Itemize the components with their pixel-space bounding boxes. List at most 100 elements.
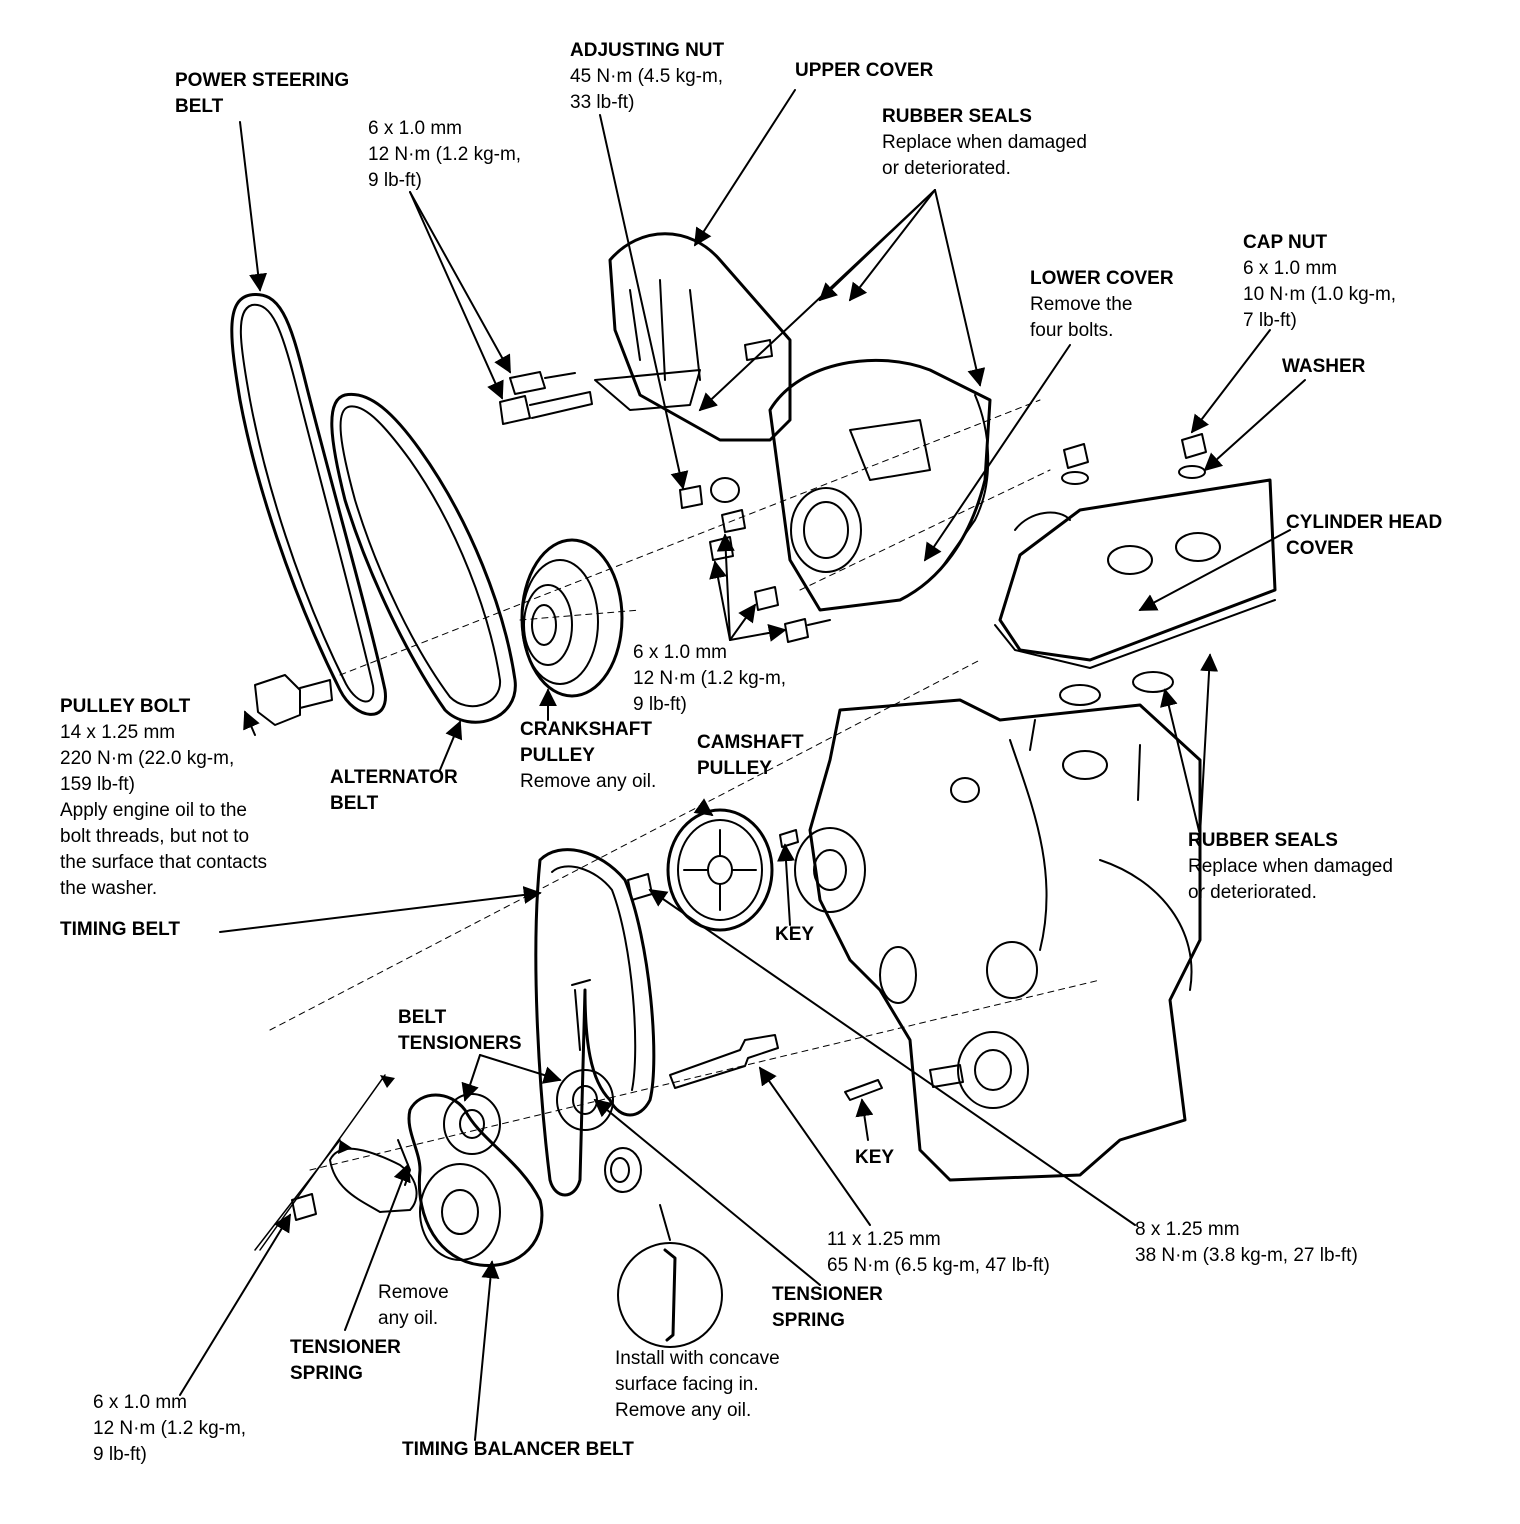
label-rubber-seals-top: RUBBER SEALS Replace when damaged or det… — [882, 104, 1087, 182]
label-line: TENSIONER — [772, 1284, 883, 1305]
label-line: 220 N·m (22.0 kg-m, — [60, 748, 235, 769]
label-line: 6 x 1.0 mm — [1243, 258, 1337, 279]
label-line: TIMING BALANCER BELT — [402, 1439, 634, 1460]
label-cap-nut: CAP NUT 6 x 1.0 mm 10 N·m (1.0 kg-m, 7 l… — [1243, 230, 1396, 334]
label-line: CRANKSHAFT — [520, 719, 652, 740]
power-steering-belt-icon — [230, 292, 387, 716]
label-line: 14 x 1.25 mm — [60, 722, 176, 743]
label-line: the surface that contacts — [60, 852, 268, 873]
label-line: WASHER — [1282, 356, 1366, 377]
label-line: Replace when damaged — [1188, 856, 1393, 877]
label-power-steering-belt: POWER STEERING BELT — [175, 68, 349, 120]
label-line: 8 x 1.25 mm — [1135, 1219, 1240, 1240]
label-line: any oil. — [378, 1308, 439, 1329]
label-line: PULLEY — [520, 745, 595, 766]
label-line: RUBBER SEALS — [1188, 830, 1338, 851]
label-line: CAMSHAFT — [697, 732, 804, 753]
label-line: 9 lb-ft) — [368, 170, 422, 191]
label-rubber-seals-right: RUBBER SEALS Replace when damaged or det… — [1188, 828, 1393, 906]
key-upper-icon — [779, 829, 799, 848]
lower-cover-icon — [768, 358, 992, 612]
belt-tensioner-icon — [443, 979, 614, 1155]
detail-circle-icon — [617, 1242, 723, 1348]
label-line: four bolts. — [1030, 320, 1114, 341]
label-line: KEY — [855, 1147, 895, 1168]
label-install-note: Install with concave surface facing in. … — [615, 1346, 780, 1424]
label-line: BELT — [330, 793, 379, 814]
label-timing-balancer-belt: TIMING BALANCER BELT — [402, 1437, 634, 1463]
engine-block-icon — [794, 698, 1202, 1182]
label-timing-belt: TIMING BELT — [60, 917, 180, 943]
label-washer: WASHER — [1282, 354, 1365, 380]
timing-balancer-belt-icon — [407, 1093, 544, 1268]
label-line: Remove any oil. — [520, 771, 657, 792]
label-line: 12 N·m (1.2 kg-m, — [633, 668, 787, 689]
timing-belt-icon — [534, 848, 656, 1197]
label-bolt-11x125: 11 x 1.25 mm 65 N·m (6.5 kg-m, 47 lb-ft) — [827, 1227, 1050, 1279]
label-bolt-8x125: 8 x 1.25 mm 38 N·m (3.8 kg-m, 27 lb-ft) — [1135, 1217, 1358, 1269]
label-line: 7 lb-ft) — [1243, 310, 1297, 331]
label-line: ALTERNATOR — [330, 767, 458, 788]
label-line: 65 N·m (6.5 kg-m, 47 lb-ft) — [827, 1255, 1050, 1276]
stud-bolt-icon — [669, 1034, 779, 1089]
upper-cover-icon — [594, 232, 792, 442]
label-line: CAP NUT — [1243, 232, 1328, 253]
label-line: COVER — [1286, 538, 1354, 559]
label-line: ADJUSTING NUT — [570, 40, 725, 61]
label-line: KEY — [775, 924, 815, 945]
label-line: 12 N·m (1.2 kg-m, — [93, 1418, 247, 1439]
leader-lines — [179, 89, 1306, 1441]
label-line: 11 x 1.25 mm — [827, 1229, 941, 1250]
label-line: LOWER COVER — [1030, 268, 1174, 289]
label-line: 6 x 1.0 mm — [633, 642, 727, 663]
label-line: BELT — [175, 96, 224, 117]
label-line: or deteriorated. — [1188, 882, 1317, 903]
label-line: 33 lb-ft) — [570, 92, 635, 113]
label-tensioner-spring-right: TENSIONER SPRING — [772, 1282, 883, 1334]
label-belt-tensioners: BELT TENSIONERS — [398, 1005, 522, 1057]
key-lower-icon — [844, 1079, 883, 1101]
label-line: Install with concave — [615, 1348, 780, 1369]
label-bolt-6x1-top: 6 x 1.0 mm 12 N·m (1.2 kg-m, 9 lb-ft) — [368, 116, 521, 194]
label-line: BELT — [398, 1007, 447, 1028]
label-upper-cover: UPPER COVER — [795, 58, 933, 84]
label-line: 6 x 1.0 mm — [93, 1392, 187, 1413]
label-line: 38 N·m (3.8 kg-m, 27 lb-ft) — [1135, 1245, 1358, 1266]
label-lower-cover: LOWER COVER Remove the four bolts. — [1030, 266, 1174, 344]
alternator-belt-icon — [330, 392, 517, 724]
label-line: Remove — [378, 1282, 449, 1303]
label-cylinder-head-cover: CYLINDER HEAD COVER — [1286, 510, 1442, 562]
label-line: 45 N·m (4.5 kg-m, — [570, 66, 724, 87]
label-line: 9 lb-ft) — [633, 694, 687, 715]
rubber-seals-icon — [1059, 671, 1174, 706]
label-line: POWER STEERING — [175, 70, 350, 91]
label-line: UPPER COVER — [795, 60, 934, 81]
bottom-bolt-icon — [291, 1193, 317, 1221]
label-line: Apply engine oil to the — [60, 800, 247, 821]
label-line: 10 N·m (1.0 kg-m, — [1243, 284, 1397, 305]
label-tensioner-spring-left: TENSIONER SPRING — [290, 1335, 401, 1387]
label-line: or deteriorated. — [882, 158, 1011, 179]
label-line: 159 lb-ft) — [60, 774, 135, 795]
bracket-arrowheads — [338, 1075, 395, 1154]
label-line: RUBBER SEALS — [882, 106, 1032, 127]
label-bolt-6x1-bottom: 6 x 1.0 mm 12 N·m (1.2 kg-m, 9 lb-ft) — [93, 1390, 246, 1468]
detail-pointer — [659, 1204, 671, 1241]
label-line: 9 lb-ft) — [93, 1444, 147, 1465]
crankshaft-pulley-icon — [520, 538, 624, 698]
seal-icon — [604, 1147, 642, 1193]
label-remove-any-oil: Remove any oil. — [378, 1280, 449, 1332]
label-line: TIMING BELT — [60, 919, 180, 940]
label-crankshaft-pulley: CRANKSHAFT PULLEY Remove any oil. — [520, 717, 656, 795]
label-line: 12 N·m (1.2 kg-m, — [368, 144, 522, 165]
label-line: bolt threads, but not to — [60, 826, 250, 847]
cylinder-head-cover-icon — [994, 478, 1277, 669]
label-line: TENSIONER — [290, 1337, 401, 1358]
label-line: SPRING — [772, 1310, 845, 1331]
label-camshaft-pulley: CAMSHAFT PULLEY — [697, 730, 804, 782]
label-line: Remove any oil. — [615, 1400, 752, 1421]
camshaft-pulley-icon — [666, 808, 774, 932]
label-line: TENSIONERS — [398, 1033, 522, 1054]
label-line: PULLEY — [697, 758, 772, 779]
